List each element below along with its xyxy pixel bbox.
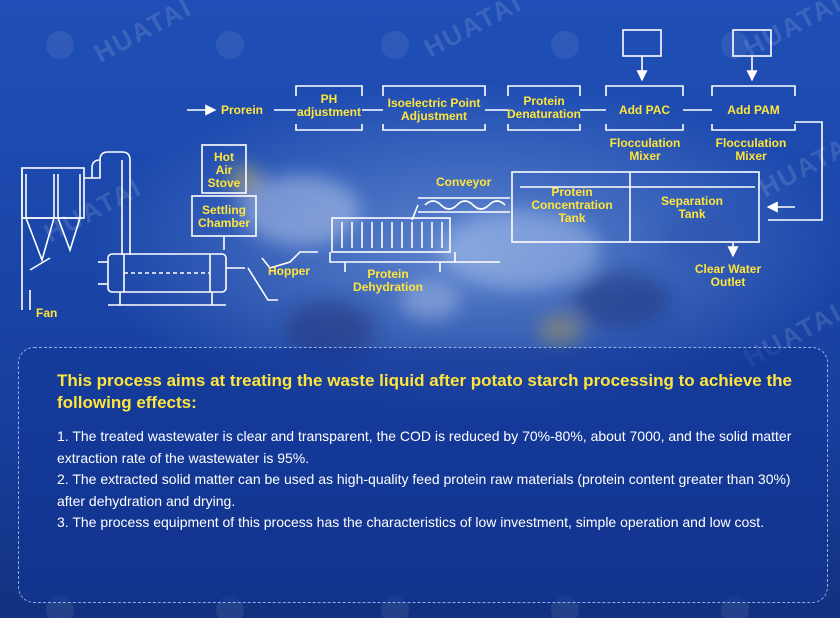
hot-air-stove-label: Hot Air Stove (207, 150, 241, 190)
protein-dehydration-label: Protein Dehydration (352, 267, 423, 294)
ph-adjustment-label: PH adjustment (296, 92, 361, 119)
hopper (247, 251, 318, 301)
settling-chamber-label: Settling Chamber (197, 203, 250, 230)
pam-dosing-tank (732, 29, 772, 82)
info-panel: This process aims at treating the waste … (18, 347, 828, 603)
top-process-chain (274, 85, 796, 131)
isoelectric-point-label: Isoelectric Point Adjustment (387, 96, 481, 123)
add-pac-label: Add PAC (618, 103, 671, 117)
hopper-label: Hopper (268, 264, 310, 278)
return-pipe (768, 121, 823, 221)
protein-denaturation-label: Protein Denaturation (506, 94, 581, 121)
info-point: 2. The extracted solid matter can be use… (57, 471, 791, 509)
protein-concentration-tank-label: Protein Concentration Tank (531, 185, 613, 225)
add-pam-label: Add PAM (727, 103, 780, 117)
dehydration-screen (329, 217, 500, 272)
fan-label: Fan (36, 306, 58, 320)
rotary-dryer (98, 253, 245, 306)
process-diagram: Prorein PH adjustment Isoelectric Point … (21, 29, 823, 320)
hot-air-stove (201, 144, 247, 194)
cyclone-separator (21, 151, 131, 310)
conveyor-label: Conveyor (436, 175, 492, 189)
separation-tank-label: Separation Tank (660, 194, 723, 221)
inlet-label: Prorein (221, 103, 264, 117)
pac-flocculation-mixer-label: Flocculation Mixer (609, 136, 681, 163)
info-point: 1. The treated wastewater is clear and t… (57, 428, 792, 466)
pam-flocculation-mixer-label: Flocculation Mixer (715, 136, 787, 163)
clear-water-outlet-label: Clear Water Outlet (694, 262, 762, 289)
pac-dosing-tank (622, 29, 662, 82)
info-title: This process aims at treating the waste … (57, 371, 792, 412)
tank-block (511, 171, 760, 258)
info-point: 3. The process equipment of this process… (57, 514, 765, 530)
conveyor (411, 197, 510, 221)
settling-chamber (191, 195, 257, 250)
